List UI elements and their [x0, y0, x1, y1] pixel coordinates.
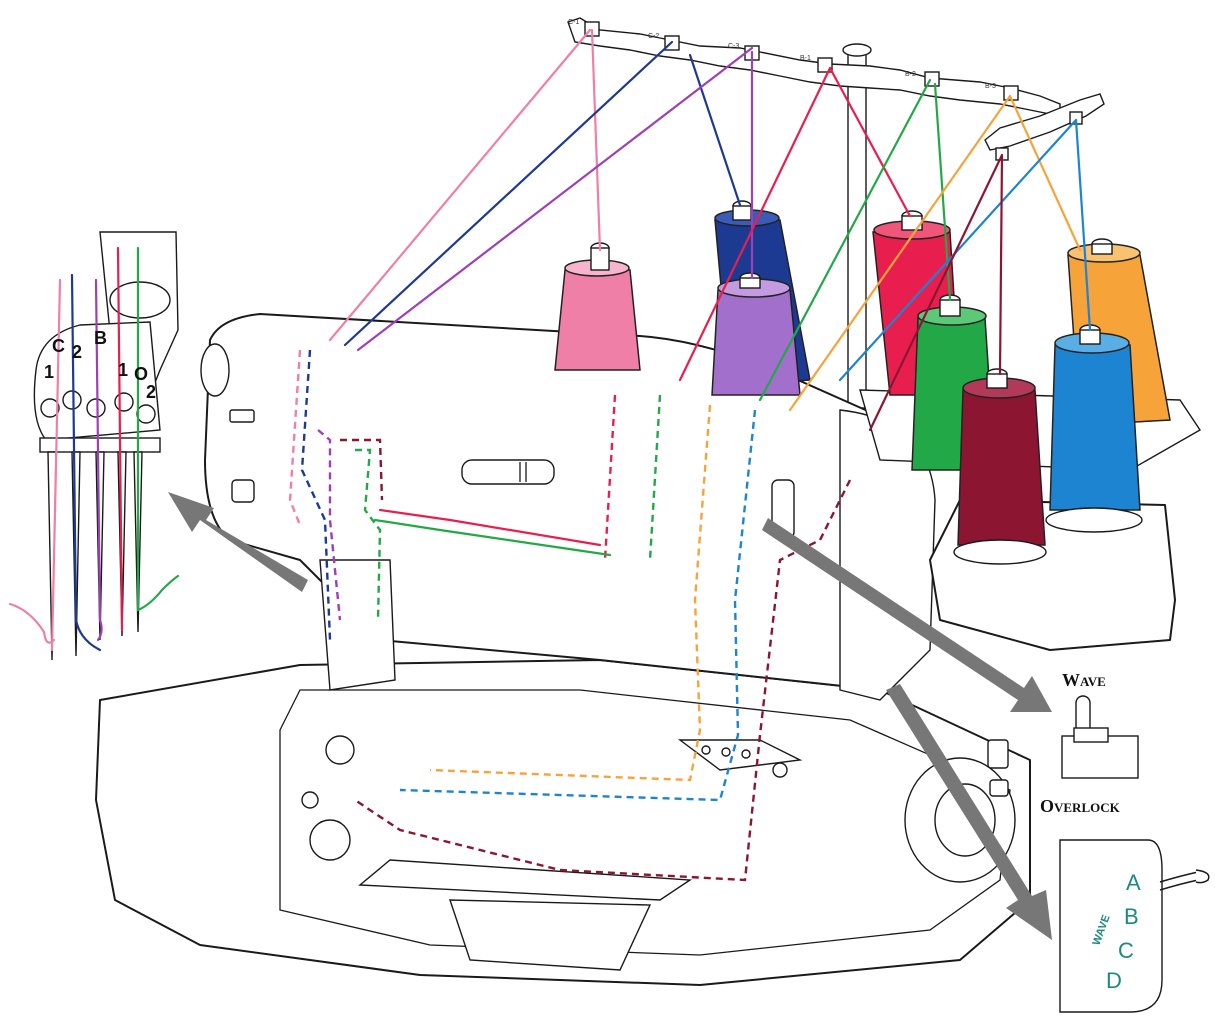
needle-label-o: O: [134, 364, 148, 384]
waste-tray: [449, 899, 652, 971]
needle-detail-inset: C 1 2 B 1 O 2: [8, 231, 180, 661]
upper-knife-lever[interactable]: [229, 409, 255, 423]
thread-guide-label-c3: C-3: [728, 43, 739, 50]
looper-screw: [301, 791, 319, 809]
spool-lavender: [711, 272, 801, 396]
callout-arrows: [168, 492, 1052, 940]
needle-label-b: B: [94, 328, 107, 348]
needles: [47, 451, 143, 661]
left-knob[interactable]: [200, 343, 230, 397]
stitch-length-slot: [461, 459, 555, 485]
needle-bar-area: [319, 559, 396, 691]
side-switch[interactable]: [987, 739, 1009, 769]
needle-label-c1: 1: [44, 362, 54, 382]
switch-knob[interactable]: [1061, 735, 1139, 779]
looper-knob-lower[interactable]: [309, 819, 351, 861]
switch-label-overlock: Overlock: [1040, 796, 1121, 816]
thread-guide-label-c1: C-1: [568, 19, 579, 26]
selector-position-c: C: [1118, 938, 1134, 963]
free-arm: [358, 859, 693, 901]
selector-position-a: A: [1126, 870, 1141, 895]
needle-label-c2: 2: [72, 342, 82, 362]
tension-block: [677, 739, 803, 771]
thread-paths: [328, 28, 1092, 432]
serger-body: [95, 313, 1031, 986]
wave-overlock-switch: Wave Overlock: [1040, 670, 1139, 816]
thread-guide-label-c2: C-2: [648, 33, 659, 40]
stitch-selector-dial: WAVE A B C D: [1059, 839, 1210, 1013]
thread-stand-cap: [842, 43, 872, 57]
arrow-to-wave-switch: [762, 518, 1052, 712]
selector-dial-panel[interactable]: [1059, 839, 1163, 1013]
side-switch-2[interactable]: [989, 779, 1009, 797]
spool-maroon: [953, 368, 1047, 565]
arrow-to-needle-inset: [168, 492, 308, 592]
needle-label-c: C: [52, 336, 65, 356]
switch-label-wave: Wave: [1062, 670, 1106, 690]
thread-guide-label-b3: B-3: [985, 83, 996, 90]
needle-label-o2: 2: [146, 382, 156, 402]
thread-spools: [554, 200, 1171, 565]
selector-position-b: B: [1124, 904, 1139, 929]
spool-pink: [554, 242, 641, 371]
spool-blue: [1045, 324, 1143, 533]
needle-label-o1: 1: [118, 360, 128, 380]
machine-front-panel: [279, 689, 1011, 956]
light-switch[interactable]: [231, 479, 255, 503]
looper-knob-upper[interactable]: [325, 735, 355, 765]
selector-position-d: D: [1106, 968, 1122, 993]
thread-routes: [288, 349, 852, 882]
arrow-to-selector-dial: [886, 684, 1052, 940]
thread-guide-label-b2: B-2: [905, 71, 916, 78]
thread-guide-label-b1: B-1: [800, 55, 811, 62]
